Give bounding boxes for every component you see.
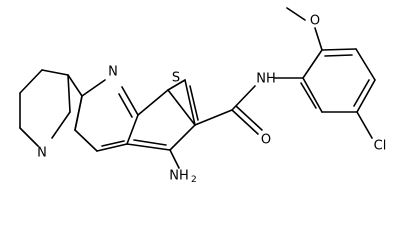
atom-label-s-ring: S	[172, 71, 180, 86]
bond	[302, 77, 323, 113]
bond	[96, 143, 128, 152]
bond	[51, 111, 71, 139]
bond	[231, 85, 256, 111]
bond	[167, 89, 196, 126]
bond	[235, 105, 263, 131]
bond	[356, 79, 376, 113]
bond	[167, 79, 186, 91]
bond	[189, 85, 199, 121]
bond	[67, 74, 83, 97]
bond	[121, 86, 139, 116]
bond	[302, 49, 323, 79]
bond	[101, 140, 125, 147]
bond	[137, 89, 169, 116]
atom-label-n-ring: N	[108, 65, 118, 80]
bond	[169, 124, 196, 151]
pyridine-ring	[74, 79, 139, 152]
bond	[324, 54, 353, 57]
bond	[184, 79, 196, 126]
bond	[126, 143, 171, 151]
bond	[231, 109, 259, 135]
bond	[74, 95, 83, 131]
bond	[356, 111, 373, 139]
bond	[321, 48, 357, 51]
bond	[314, 27, 323, 51]
bond	[19, 127, 39, 147]
structure-drawing: N S N NH O O Cl NH 2	[19, 7, 387, 185]
bond	[41, 69, 69, 76]
methoxy-group	[286, 7, 323, 51]
bond	[169, 149, 180, 169]
bond	[19, 69, 43, 94]
bond	[355, 48, 376, 81]
bicyclic-cage	[19, 69, 83, 147]
bond	[133, 139, 167, 146]
bond	[74, 129, 98, 152]
atom-label-amide-n: NH	[256, 72, 276, 87]
atom-label-amine-n: NH	[169, 169, 189, 184]
bond	[81, 79, 106, 97]
thiophene-ring	[126, 79, 199, 169]
atom-label-ether-o: O	[310, 14, 320, 29]
bond	[118, 93, 133, 118]
anilide-ring	[274, 48, 376, 139]
bond	[286, 7, 306, 21]
bond	[67, 74, 71, 113]
atom-label-n-bridge: N	[37, 146, 47, 161]
bond	[126, 114, 139, 145]
bond	[300, 82, 317, 109]
molecule-canvas: N S N NH O O Cl NH 2	[19, 7, 387, 185]
carboxamide	[194, 85, 263, 135]
bond	[194, 109, 233, 126]
atom-label-amide-o: O	[261, 133, 271, 148]
atom-label-amine-subscript: 2	[191, 175, 197, 185]
atom-label-chlorine: Cl	[374, 139, 387, 154]
bond	[353, 79, 370, 107]
